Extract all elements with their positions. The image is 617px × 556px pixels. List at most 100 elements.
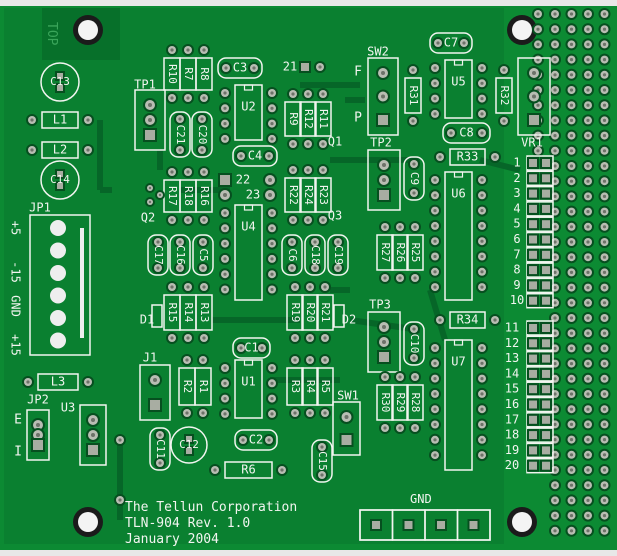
pad-hole: [569, 149, 574, 153]
copper-trace: [479, 157, 521, 173]
pad-hole: [293, 358, 297, 362]
pad-hole: [553, 270, 557, 274]
pad-hole: [569, 88, 574, 92]
solder-pad: [542, 324, 550, 332]
silk-outline: [41, 111, 79, 129]
label-refs-N22: 22: [236, 173, 250, 187]
silk-outline: [40, 160, 80, 200]
solder-pad: [372, 521, 380, 529]
pad-hole: [412, 356, 416, 360]
pad-hole: [156, 266, 160, 270]
pad-hole: [553, 149, 557, 153]
label-refs-R17: R17: [166, 186, 179, 206]
pad-hole: [382, 178, 386, 182]
ic-notch: [453, 171, 464, 178]
pad-hole: [318, 65, 322, 69]
pad-hole: [586, 225, 590, 229]
pad-hole: [586, 514, 590, 518]
pad-hole: [200, 117, 204, 121]
pad-hole: [553, 12, 557, 16]
pad-hole: [536, 12, 540, 16]
pad-hole: [223, 412, 227, 416]
label-refs-N21: 21: [283, 60, 297, 74]
pad-hole: [553, 225, 557, 229]
pad-hole: [602, 270, 607, 274]
solder-pad: [404, 521, 413, 529]
label-refs-C12: C12: [179, 438, 199, 451]
pad-hole: [202, 218, 206, 222]
pad-hole: [153, 378, 157, 382]
solder-pad: [542, 250, 550, 259]
pad-hole: [536, 149, 540, 153]
jp1-pin: [50, 265, 66, 281]
pad-hole: [569, 453, 574, 457]
pad-hole: [321, 142, 325, 146]
pad-hole: [308, 358, 312, 362]
silk-outline: [37, 373, 79, 391]
pad-hole: [569, 483, 574, 487]
label-refs-C1: C1: [244, 341, 258, 355]
pad-hole: [201, 240, 205, 244]
label-refs-R5: R5: [319, 380, 332, 393]
pad-hole: [553, 58, 557, 62]
label-refs-JP1: JP1: [29, 201, 51, 215]
pad-hole: [569, 27, 574, 31]
pad-hole: [553, 286, 557, 290]
pad-hole: [202, 170, 206, 174]
pad-hole: [413, 426, 417, 430]
label-refs-R26: R26: [394, 243, 407, 263]
pad-hole: [586, 316, 590, 320]
silk-outline: [170, 426, 208, 464]
pad-hole: [270, 287, 274, 292]
pad-hole: [86, 118, 90, 122]
pad-hole: [223, 106, 227, 110]
pad-hole: [569, 58, 574, 62]
pad-hole: [569, 118, 574, 122]
label-refs-JP2: JP2: [27, 393, 49, 407]
pad-hole: [553, 27, 557, 31]
label-refs-R22: R22: [287, 185, 300, 205]
label-refs-R19: R19: [289, 303, 302, 323]
pad-hole: [91, 433, 95, 437]
solder-pad: [542, 281, 550, 290]
pad-hole: [553, 377, 557, 381]
pad-hole: [553, 164, 557, 168]
solder-pad: [33, 440, 43, 450]
pad-hole: [433, 81, 437, 85]
pad-hole: [438, 155, 442, 159]
pad-hole: [270, 122, 274, 126]
pad-hole: [480, 377, 484, 381]
pad-hole: [323, 285, 327, 289]
pad-hole: [602, 194, 607, 198]
header-pin-number: 8: [513, 263, 520, 277]
label-refs-R13: R13: [198, 303, 211, 323]
label-refs-R7: R7: [182, 67, 195, 80]
pad-hole: [202, 336, 206, 340]
ic-notch: [453, 339, 464, 346]
pad-hole: [569, 498, 574, 502]
pad-hole: [553, 514, 557, 518]
pad-hole: [213, 468, 217, 472]
silk-outline: [314, 101, 332, 137]
top-marker: TOP: [44, 22, 59, 46]
solder-pad: [529, 339, 537, 348]
pad-hole: [344, 415, 349, 419]
pad-hole: [586, 377, 590, 381]
solder-pad: [88, 445, 98, 455]
silk-outline: [406, 384, 424, 421]
pad-hole: [480, 224, 484, 228]
ic-notch: [243, 84, 254, 91]
pad-hole: [291, 218, 295, 222]
solder-pad: [529, 115, 539, 125]
pad-hole: [602, 331, 607, 335]
silk-outline: [367, 149, 401, 211]
silk-outline: [147, 234, 169, 276]
label-refs-R16: R16: [198, 186, 211, 206]
label-refs-U4: U4: [241, 220, 255, 234]
pad-hole: [586, 346, 590, 350]
label-refs-R28: R28: [409, 393, 422, 413]
pad-hole: [321, 92, 325, 96]
pad-hole: [118, 438, 122, 442]
label-refs-R24: R24: [302, 185, 315, 205]
